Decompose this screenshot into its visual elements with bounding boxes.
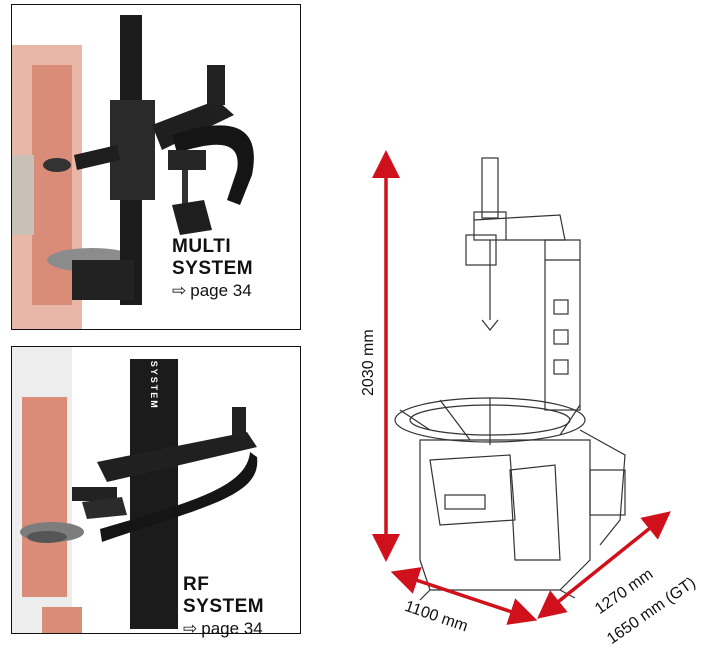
height-dimension-label: 2030 mm	[360, 329, 377, 396]
multi-system-photo-frame	[11, 4, 301, 330]
multi-system-caption: MULTI SYSTEM ⇨ page 34	[172, 236, 253, 302]
right-arrow-icon: ⇨	[172, 281, 187, 300]
depth-dimension-arrow	[537, 511, 671, 619]
tire-changer-drawing	[394, 157, 626, 601]
rf-system-title-line1: RF	[183, 574, 210, 595]
multi-system-illustration	[12, 15, 254, 329]
rf-system-title-line2: SYSTEM	[183, 596, 265, 617]
rf-system-illustration: RF SYSTEM	[12, 347, 258, 633]
right-arrow-icon: ⇨	[183, 619, 198, 638]
multi-system-title-line2: SYSTEM	[172, 258, 254, 279]
machine-dimension-drawing	[372, 150, 671, 625]
multi-system-page-ref: page 34	[190, 281, 252, 300]
width-dimension-arrow	[390, 567, 538, 625]
rf-system-caption: RF SYSTEM ⇨ page 34	[183, 574, 264, 640]
rf-system-photo-frame: RF SYSTEM	[11, 346, 301, 634]
rf-column-label: RF SYSTEM	[149, 347, 159, 410]
multi-system-title-line1: MULTI	[172, 236, 232, 257]
rf-system-page-link[interactable]: ⇨ page 34	[183, 618, 264, 640]
rf-system-page-ref: page 34	[201, 619, 263, 638]
multi-system-page-link[interactable]: ⇨ page 34	[172, 280, 253, 302]
